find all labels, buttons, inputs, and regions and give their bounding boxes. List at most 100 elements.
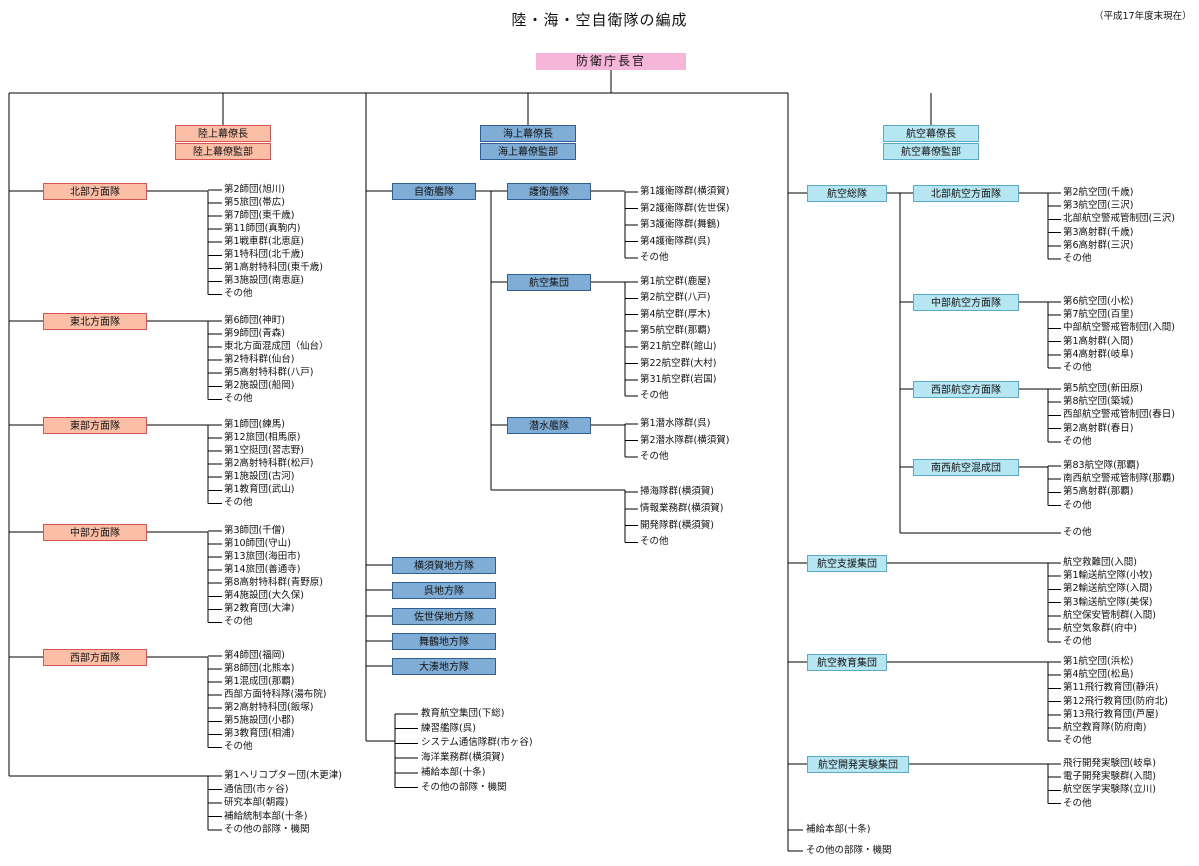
msdf-chief-box: 海上幕僚長 [480, 125, 576, 142]
unit-label: その他 [1063, 636, 1092, 648]
unit-label: 第2輸送航空隊(入間) [1063, 583, 1153, 595]
unit-label: 第2潜水隊群(横須賀) [640, 434, 730, 446]
unit-label: 研究本部(朝霞) [224, 797, 289, 808]
unit-label: 第4師団(福岡) [224, 650, 285, 661]
district-box: 横須賀地方隊 [392, 557, 496, 574]
unit-label: 第7師団(東千歳) [224, 210, 295, 222]
unit-label: 教育航空集団(下総) [421, 708, 505, 719]
unit-label: 第3輸送航空隊(美保) [1063, 596, 1153, 608]
unit-label: 第2高射群(春日) [1063, 422, 1134, 434]
army-box: 西部方面隊 [43, 649, 147, 666]
unit-label: 補給統制本部(十条) [224, 810, 308, 822]
unit-label: 第4護衛隊群(呉) [640, 235, 711, 247]
unit-label: その他 [224, 741, 253, 753]
air-command-box: 航空支援集団 [807, 555, 887, 572]
unit-label: 第1施設団(古河) [224, 471, 295, 483]
unit-label: その他 [1063, 499, 1092, 511]
unit-label: その他 [1063, 735, 1092, 747]
unit-label: 第1ヘリコプター団(木更津) [224, 770, 342, 781]
air-force-box: 北部航空方面隊 [913, 185, 1019, 202]
unit-label: 海洋業務群(横須賀) [421, 752, 505, 764]
unit-label: その他 [1063, 435, 1092, 447]
unit-label: 第1高射特科団(東千歳) [224, 262, 323, 274]
army-box: 北部方面隊 [43, 183, 147, 200]
unit-label: 中部航空警戒管制団(入間) [1063, 322, 1175, 334]
unit-label: 航空救難団(入間) [1063, 557, 1137, 568]
unit-label: 航空教育隊(防府南) [1063, 722, 1147, 733]
unit-label: 第12旅団(相馬原) [224, 432, 301, 444]
unit-label: 第5旅団(帯広) [224, 197, 285, 209]
unit-label: 第8師団(北熊本) [224, 663, 295, 675]
unit-label: 第5高射特科群(八戸) [224, 367, 314, 379]
page-title: 陸・海・空自衛隊の編成 [511, 11, 688, 29]
unit-label: 電子開発実験群(入間) [1063, 771, 1156, 783]
unit-label: 飛行開発実験団(岐阜) [1063, 758, 1156, 769]
unit-label: 第2高射特科群(松戸) [224, 458, 314, 470]
unit-label: 第5高射群(那覇) [1063, 486, 1134, 498]
unit-label: 第3師団(千僧) [224, 525, 285, 536]
unit-label: その他 [1063, 527, 1092, 538]
unit-label: 第5航空群(那覇) [640, 324, 711, 336]
district-box: 大湊地方隊 [392, 658, 496, 675]
unit-label: 航空気象群(府中) [1063, 623, 1137, 634]
district-box: 佐世保地方隊 [392, 608, 496, 625]
district-box: 呉地方隊 [392, 582, 496, 599]
unit-label: その他 [1063, 362, 1092, 373]
unit-label: 南西航空警戒管制隊(那覇) [1063, 473, 1175, 485]
unit-label: 第11飛行教育団(静浜) [1063, 682, 1159, 694]
unit-label: 第22航空群(大村) [640, 357, 717, 369]
air-command-box: 航空開発実験集団 [807, 756, 909, 773]
unit-label: 第3教育団(相浦) [224, 728, 295, 740]
unit-label: 第1戦車群(北恵庭) [224, 236, 304, 248]
msdf-staff-box: 海上幕僚監部 [480, 143, 576, 160]
unit-label: 第1高射群(入間) [1063, 335, 1134, 347]
army-box: 東部方面隊 [43, 417, 147, 434]
unit-label: 第13飛行教育団(芦屋) [1063, 708, 1159, 720]
gsdf-staff-box: 陸上幕僚監部 [175, 143, 271, 160]
unit-label: 第2高射特科団(飯塚) [224, 702, 314, 714]
unit-label: 第4航空群(厚木) [640, 308, 711, 320]
unit-label: 第3高射群(千歳) [1063, 226, 1134, 238]
gsdf-chief-box: 陸上幕僚長 [175, 125, 271, 142]
unit-label: 第11師団(真駒内) [224, 223, 301, 235]
minister-box: 防衛庁長官 [536, 53, 686, 70]
fleet-group-box: 潜水艦隊 [507, 417, 591, 434]
unit-label: 第6高射群(三沢) [1063, 239, 1134, 251]
asdf-chief-box: 航空幕僚長 [883, 125, 979, 142]
unit-label: システム通信隊群(市ヶ谷) [421, 737, 533, 749]
unit-label: その他の部隊・機関 [806, 845, 892, 856]
fleet-group-box: 護衛艦隊 [507, 183, 591, 200]
unit-label: 第2教育団(大津) [224, 603, 295, 615]
unit-label: 北部航空警戒管制団(三沢) [1063, 213, 1175, 225]
unit-label: 第9師団(青森) [224, 328, 285, 340]
unit-label: 第3航空団(三沢) [1063, 200, 1134, 212]
unit-label: 掃海隊群(横須賀) [640, 486, 714, 497]
air-defense-command-box: 航空総隊 [807, 185, 887, 202]
unit-label: 第3護衛隊群(舞鶴) [640, 219, 720, 230]
air-force-box: 南西航空混成団 [913, 459, 1019, 476]
unit-label: 第6航空団(小松) [1063, 296, 1134, 307]
unit-label: 航空保安管制群(入間) [1063, 609, 1156, 621]
unit-label: 第2特科群(仙台) [224, 354, 295, 366]
unit-label: その他 [640, 536, 669, 548]
air-force-box: 中部航空方面隊 [913, 294, 1019, 311]
unit-label: その他 [640, 451, 669, 462]
unit-label: 第5航空団(新田原) [1063, 383, 1143, 394]
unit-label: 第14旅団(善通寺) [224, 564, 301, 576]
unit-label: 第83航空隊(那覇) [1063, 460, 1140, 471]
unit-label: その他の部隊・機関 [224, 824, 310, 835]
unit-label: 第4施設団(大久保) [224, 590, 304, 602]
unit-label: その他 [1063, 797, 1092, 809]
unit-label: 東北方面混成団（仙台） [224, 341, 329, 353]
unit-label: 第4航空団(松島) [1063, 669, 1134, 681]
unit-label: 第21航空群(館山) [640, 341, 717, 353]
unit-label: 通信団(市ヶ谷) [224, 783, 289, 795]
unit-label: 第7航空団(百里) [1063, 309, 1134, 321]
unit-label: 第1輸送航空隊(小牧) [1063, 570, 1153, 582]
unit-label: 第1師団(練馬) [224, 419, 285, 430]
air-command-box: 航空教育集団 [807, 654, 887, 671]
unit-label: その他 [224, 616, 253, 628]
unit-label: その他の部隊・機関 [421, 781, 507, 793]
unit-label: その他 [640, 390, 669, 402]
